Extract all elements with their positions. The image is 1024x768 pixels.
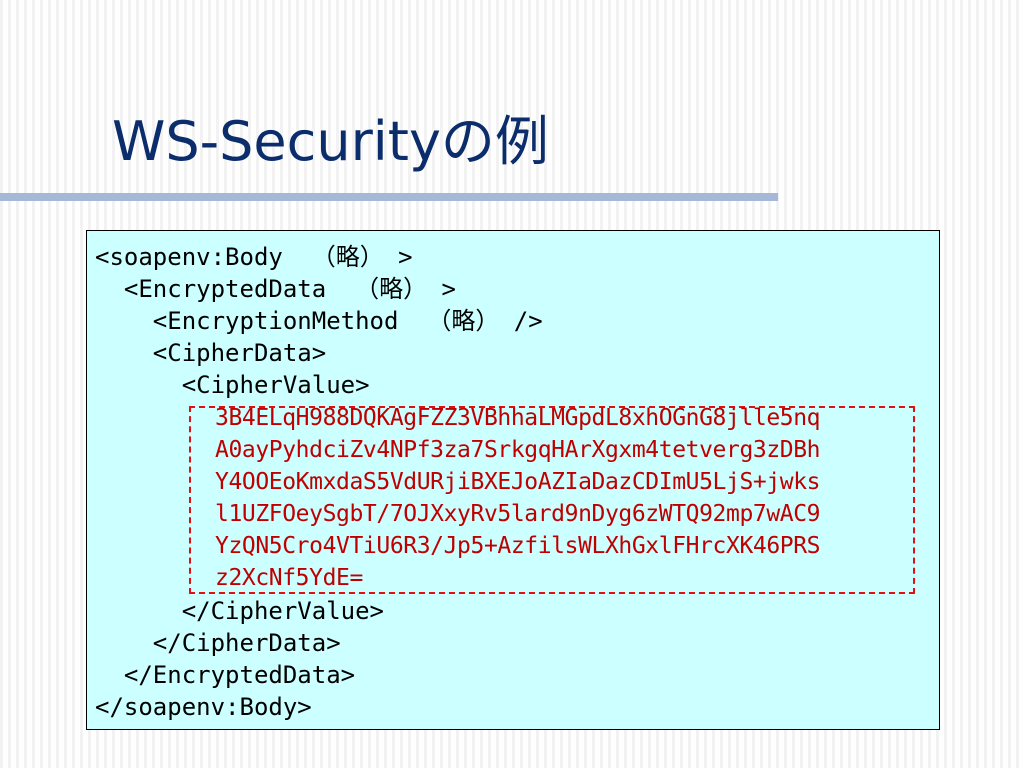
code-line-cipher-data-close: </CipherData> — [95, 629, 341, 657]
code-line-encrypted-data-close: </EncryptedData> — [95, 661, 356, 689]
code-line-cipher-value-open: <CipherValue> — [95, 371, 370, 399]
cipher-value-line: YzQN5Cro4VTiU6R3/Jp5+AzfilsWLXhGxlFHrcXK… — [215, 533, 821, 559]
code-line-soapenv-body-close: </soapenv:Body> — [95, 693, 312, 721]
title-underline-rule — [0, 193, 778, 201]
slide-title: WS-Securityの例 — [112, 110, 549, 173]
code-line-encryption-method: <EncryptionMethod （略） /> — [95, 307, 543, 335]
code-line-encrypted-data-open: <EncryptedData （略） > — [95, 275, 456, 303]
code-line-soapenv-body-open: <soapenv:Body （略） > — [95, 243, 413, 271]
cipher-value-line: 3B4ELqH988DQKAgFZZ3VBhhaLMGpdL8xhOGnG8jl… — [215, 405, 821, 431]
cipher-value-line: z2XcNf5YdE= — [215, 565, 363, 591]
code-line-cipher-data-open: <CipherData> — [95, 339, 327, 367]
cipher-value-line: Y4OOEoKmxdaS5VdURjiBXEJoAZIaDazCDImU5LjS… — [215, 469, 821, 495]
cipher-value-line: l1UZFOeySgbT/7OJXxyRv5lard9nDyg6zWTQ92mp… — [215, 501, 821, 527]
code-line-cipher-value-close: </CipherValue> — [95, 597, 384, 625]
cipher-value-text: 3B4ELqH988DQKAgFZZ3VBhhaLMGpdL8xhOGnG8jl… — [215, 402, 905, 594]
cipher-value-highlight-frame — [189, 406, 915, 594]
cipher-value-line: A0ayPyhdciZv4NPf3za7SrkgqHArXgxm4tetverg… — [215, 437, 821, 463]
xml-code-box: <soapenv:Body （略） > <EncryptedData （略） >… — [86, 230, 940, 730]
